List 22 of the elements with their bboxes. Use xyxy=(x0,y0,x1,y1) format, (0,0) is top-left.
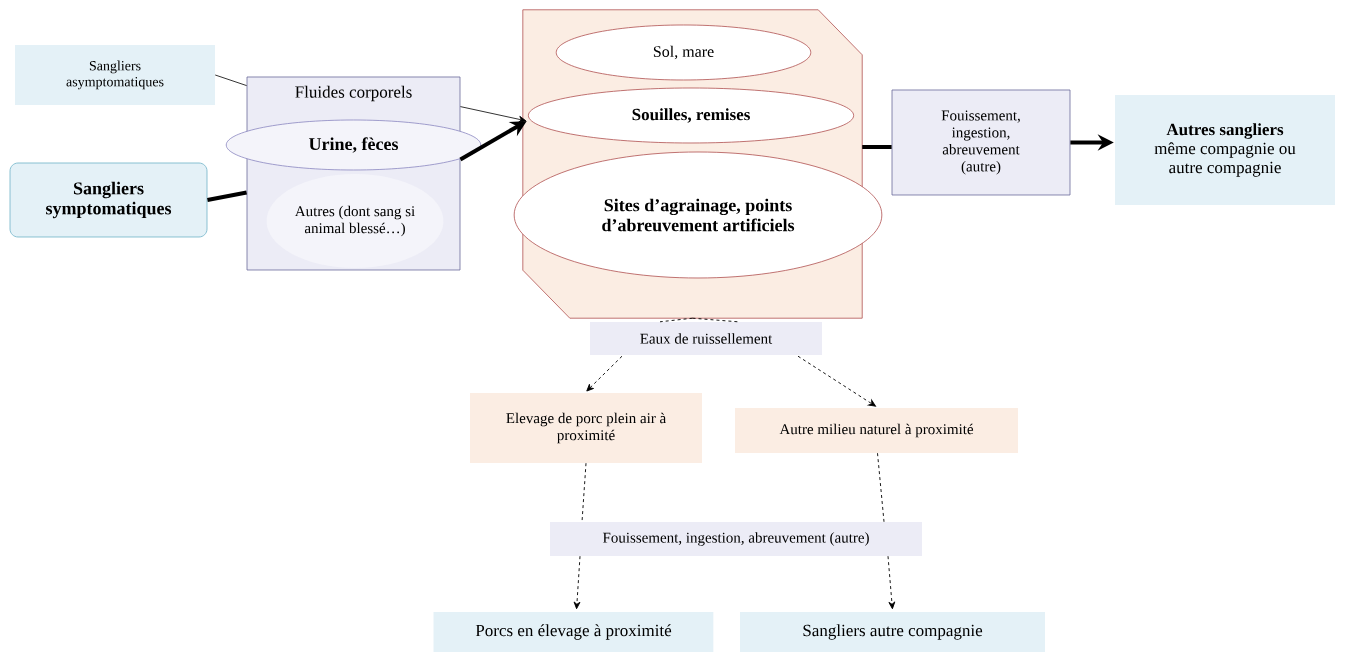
hatched-label-box: Sangliers asymptomatiques xyxy=(15,45,215,105)
arrow xyxy=(586,355,623,392)
rounded-box: Sangliers symptomatiques xyxy=(9,162,208,238)
connector-line xyxy=(692,317,739,323)
hatched-label-box: Sangliers autre compagnie xyxy=(740,612,1045,652)
connector-line xyxy=(659,317,693,323)
connector-line xyxy=(877,452,885,523)
arrow xyxy=(460,106,527,123)
connector-line xyxy=(207,190,247,202)
arrow xyxy=(573,555,581,610)
hatched-label-box: Porcs en élevage à proximité xyxy=(433,612,714,652)
dotted-label-box: Elevage de porc plein air à proximité xyxy=(470,393,702,463)
hatched-label-box: Autres sangliers même compagnie ou autre compagnie xyxy=(1115,95,1335,205)
arrow xyxy=(797,355,877,407)
connector-line xyxy=(214,74,247,86)
dotted-label-box: Autre milieu naturel à proximité xyxy=(735,408,1018,453)
striped-label-box: Eaux de ruissellement xyxy=(590,322,822,355)
arrow xyxy=(887,555,896,610)
striped-label-box: Fouissement, ingestion, abreuvement (autre) xyxy=(550,522,922,556)
process-box: Fouissement, ingestion, abreuvement (autre) xyxy=(891,89,1071,196)
connector-line xyxy=(862,145,892,149)
connector-line xyxy=(581,462,587,523)
